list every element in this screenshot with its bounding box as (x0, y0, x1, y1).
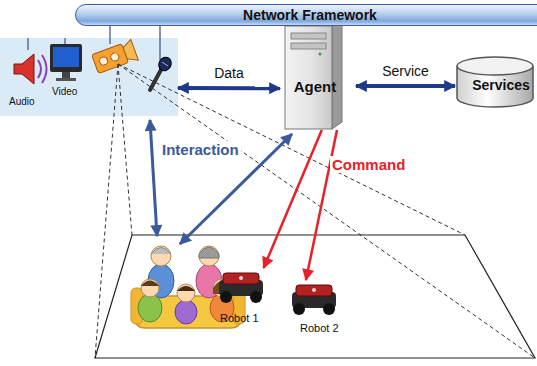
video-monitor-icon (53, 47, 79, 67)
family-illustration (141, 279, 159, 297)
agent-server (285, 26, 332, 129)
video-monitor-icon (50, 44, 82, 81)
node-text: Video (52, 86, 77, 97)
robot-icon (323, 303, 335, 315)
services-node: Services (455, 58, 537, 108)
node-text: Services (455, 77, 537, 93)
robot-node: Robot 2 (288, 280, 344, 338)
services-cylinder (457, 57, 533, 75)
robot-icon (312, 288, 316, 292)
family-illustration (199, 246, 219, 266)
family-illustration (141, 281, 159, 287)
agent-server (285, 19, 342, 129)
microphone-icon (156, 55, 173, 73)
device-stubs (64, 38, 66, 44)
robot-icon (296, 285, 332, 296)
robot-icon (223, 273, 259, 284)
microphone-icon (162, 62, 168, 66)
camera-icon (110, 52, 120, 62)
node-text: Robot 1 (220, 312, 259, 324)
robot-node: Robot 1 (212, 268, 272, 326)
floor-area (95, 235, 535, 358)
connector-arrow (306, 130, 337, 280)
device-stubs (109, 26, 111, 44)
speaker-icon (14, 54, 34, 84)
command-label: Command (330, 156, 407, 173)
speaker-icon (38, 60, 41, 78)
agent-node: Agent (280, 20, 356, 130)
robot-icon (239, 276, 243, 280)
interaction-arrows (150, 120, 157, 236)
connector-arrow (178, 86, 280, 90)
speaker-icon (42, 55, 47, 83)
family-illustration (138, 294, 162, 322)
microphone-icon (150, 68, 162, 90)
view-lines (95, 64, 118, 358)
robot-icon (293, 303, 305, 315)
device-panel (0, 38, 178, 116)
family-illustration (199, 247, 219, 258)
camera-icon (121, 39, 138, 63)
microphone-icon (150, 55, 174, 90)
edge-label: Service (382, 63, 429, 79)
family-illustration (151, 248, 171, 255)
speaker-icon (14, 54, 47, 84)
interaction-label: Interaction (160, 141, 241, 158)
video-monitor-icon (62, 72, 70, 78)
device-panel (0, 38, 178, 116)
floor-area (95, 235, 535, 358)
device-panel: Audio Video (0, 38, 178, 116)
interaction-arrows (150, 120, 292, 244)
camera-icon (98, 56, 108, 66)
edge-label: Data (214, 65, 244, 81)
family-illustration (175, 300, 197, 324)
view-lines (118, 64, 132, 235)
node-text: Agent (277, 78, 353, 95)
device-stubs (159, 26, 161, 60)
node-text: Robot 2 (300, 322, 339, 334)
agent-server (291, 43, 326, 49)
robot-icon (219, 273, 263, 303)
family-illustration (151, 246, 171, 266)
family-illustration (177, 284, 195, 302)
robot-icon (220, 291, 232, 303)
network-bar: Network Framework (75, 4, 537, 26)
family-illustration (177, 286, 195, 291)
camera-icon (91, 39, 138, 74)
node-text: Network Framework (76, 5, 537, 25)
connector-arrow (356, 84, 455, 88)
agent-server (332, 19, 342, 129)
node-text: Audio (9, 96, 35, 107)
robot-icon (292, 285, 336, 315)
video-monitor-icon (50, 44, 82, 72)
agent-server (319, 53, 322, 56)
robot-icon (250, 291, 262, 303)
video-monitor-icon (56, 78, 76, 81)
device-stubs (27, 38, 29, 50)
agent-server (291, 33, 326, 39)
